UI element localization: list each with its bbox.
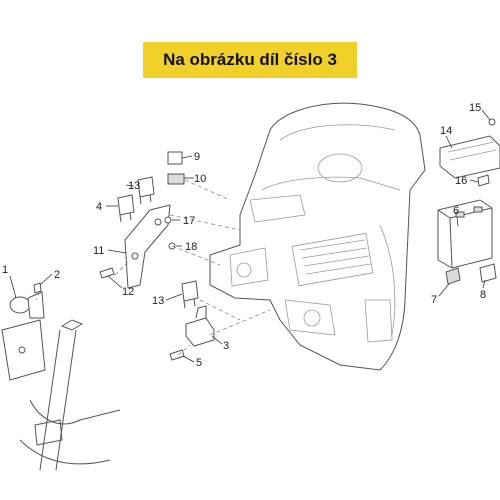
battery	[437, 199, 493, 269]
callout-11: 11	[93, 245, 104, 257]
fuse-8	[479, 263, 497, 283]
relay-4	[117, 194, 135, 223]
callout-1: 1	[2, 264, 8, 276]
banner-text: Na obrázku díl číslo 3	[163, 50, 337, 69]
screw-17	[164, 216, 172, 224]
horn-1	[9, 291, 45, 319]
callout-10: 10	[194, 173, 206, 185]
callout-7: 7	[431, 294, 437, 306]
storage-compartment	[209, 102, 426, 371]
frame-tube	[1, 319, 121, 471]
callout-13-top: 13	[128, 180, 140, 192]
relay-13-bottom	[181, 280, 199, 309]
relay-10	[167, 173, 185, 185]
callout-5: 5	[196, 357, 202, 369]
screw-12	[99, 267, 115, 279]
screw-15	[488, 118, 496, 126]
callout-18: 18	[185, 241, 197, 253]
title-banner: Na obrázku díl číslo 3	[143, 42, 357, 78]
assembly-lines	[35, 179, 271, 356]
clip-16	[477, 174, 490, 187]
callout-13-bottom: 13	[152, 295, 164, 307]
callout-12: 12	[122, 286, 134, 298]
callout-16: 16	[455, 175, 467, 187]
screw-5	[169, 349, 185, 361]
callout-3: 3	[223, 340, 229, 352]
callout-17: 17	[183, 215, 195, 227]
battery-cover	[439, 135, 500, 179]
bracket-11	[124, 204, 171, 289]
callout-2: 2	[54, 269, 60, 281]
relay-9	[167, 151, 183, 165]
screw-2	[33, 282, 42, 294]
callout-6: 6	[453, 205, 459, 217]
bracket-3	[185, 305, 215, 347]
leader-lines	[9, 109, 491, 363]
fuse-7	[445, 267, 461, 285]
callout-9: 9	[194, 151, 200, 163]
callout-4: 4	[96, 201, 102, 213]
callout-8: 8	[480, 289, 486, 301]
relay-13-top	[137, 176, 155, 205]
callout-15: 15	[469, 102, 481, 114]
callout-14: 14	[440, 125, 452, 137]
